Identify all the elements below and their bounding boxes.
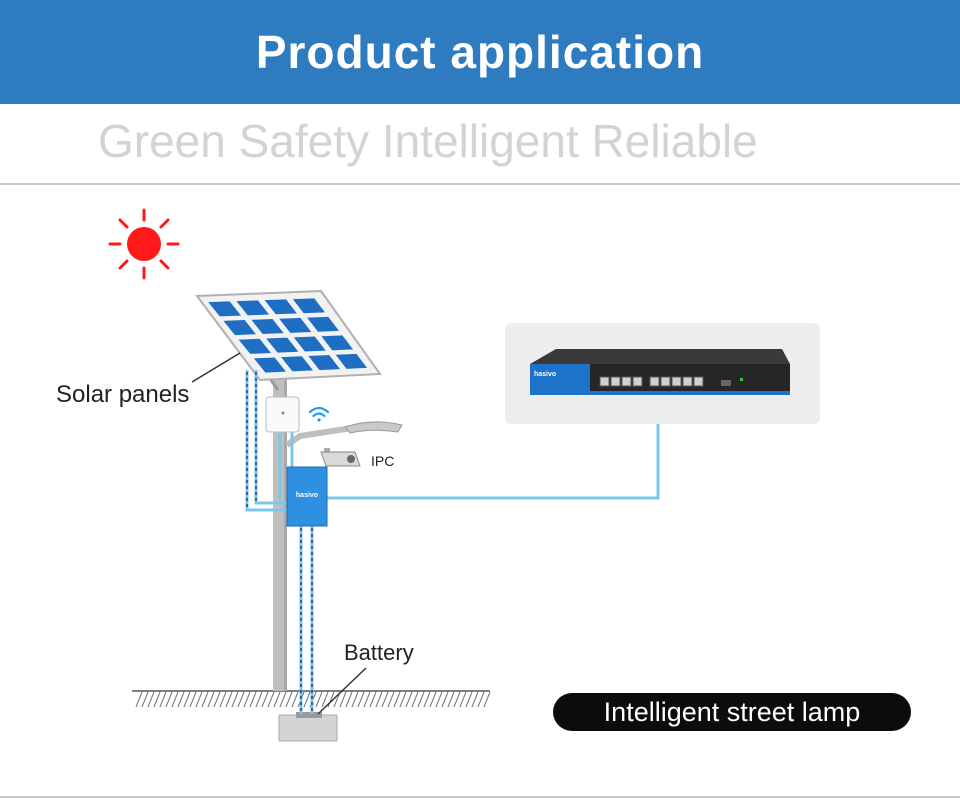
- solar-pointer: [191, 352, 241, 383]
- solar-cell: [308, 355, 341, 371]
- solar-cell: [307, 316, 340, 332]
- foundation: [278, 714, 338, 742]
- solar-cell: [208, 301, 242, 317]
- poe-switch: [530, 349, 790, 395]
- poe-box-brand: hasivo: [295, 492, 319, 499]
- battery-label: Battery: [344, 640, 414, 665]
- solar-cell: [223, 320, 257, 336]
- divider-bottom: [0, 796, 960, 798]
- solar-cell: [236, 300, 270, 316]
- solar-cell: [321, 335, 354, 351]
- solar-cell: [253, 357, 286, 373]
- switch-brand: hasivo: [534, 371, 557, 378]
- switch-port: [610, 376, 621, 387]
- switch-port: [693, 376, 704, 387]
- divider-top: [0, 183, 960, 185]
- battery-pointer: [317, 667, 367, 715]
- caption-pill: Intelligent street lamp: [553, 693, 911, 731]
- cable-strands: [246, 372, 313, 712]
- poe-box: [286, 466, 328, 527]
- ipc-camera-icon: [320, 448, 361, 467]
- switch-port: [632, 376, 643, 387]
- solar-cell: [264, 299, 297, 315]
- solar-cell: [279, 317, 312, 333]
- page-title: Product application: [255, 26, 705, 78]
- solar-cell: [293, 336, 326, 352]
- solar-panels-label: Solar panels: [56, 381, 190, 408]
- lamp-pole: [273, 378, 287, 691]
- wifi-icon: [308, 406, 330, 422]
- switch-port: [660, 376, 671, 387]
- ipc-label: IPC: [371, 453, 395, 469]
- header-band: [0, 0, 960, 104]
- switch-port: [671, 376, 682, 387]
- switch-port: [649, 376, 660, 387]
- solar-cell: [251, 318, 284, 334]
- sun-icon: [108, 208, 180, 280]
- solar-cell: [292, 298, 325, 314]
- solar-cell: [238, 338, 271, 354]
- caption-text: Intelligent street lamp: [603, 697, 861, 727]
- switch-port: [621, 376, 632, 387]
- solar-cell: [266, 337, 299, 353]
- lamp-head: [344, 421, 403, 434]
- solar-cell: [281, 356, 314, 372]
- access-point: [265, 396, 300, 433]
- solar-panel: [195, 289, 382, 391]
- switch-port: [682, 376, 693, 387]
- tagline: Green Safety Intelligent Reliable: [98, 115, 758, 167]
- battery-icon: [296, 712, 322, 718]
- solar-cell: [335, 353, 368, 369]
- switch-port: [599, 376, 610, 387]
